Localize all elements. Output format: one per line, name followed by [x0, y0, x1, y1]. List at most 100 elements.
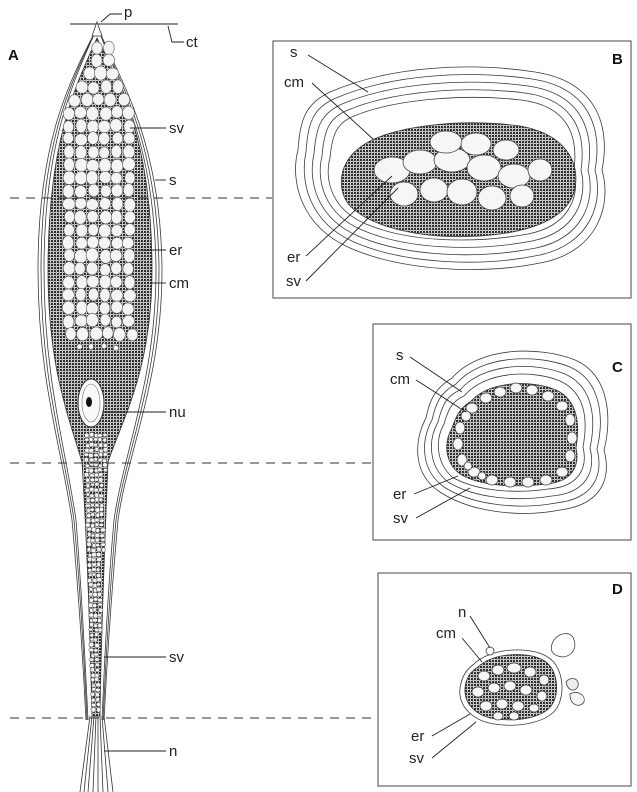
vesicle [98, 121, 111, 133]
vesicle [93, 608, 97, 612]
vesicle [100, 484, 104, 488]
vesicle [95, 692, 99, 697]
vesicle [98, 628, 102, 632]
vesicle [98, 614, 102, 617]
vesicle [76, 288, 86, 301]
vesicle [95, 483, 99, 487]
vesicle [403, 150, 437, 174]
vesicle [99, 224, 111, 238]
vesicle [98, 473, 103, 477]
vesicle [509, 712, 519, 720]
vesicle [99, 498, 103, 502]
vesicle [63, 315, 74, 328]
vesicle [92, 563, 97, 567]
vesicle [124, 198, 135, 212]
vesicle [110, 119, 122, 132]
vesicle [87, 120, 99, 133]
vesicle [99, 275, 111, 289]
label-a-s: s [169, 172, 177, 189]
vesicle [103, 444, 107, 448]
vesicle [96, 513, 100, 517]
vesicle [91, 703, 96, 707]
vesicle [88, 224, 99, 236]
vesicle [95, 677, 99, 681]
vesicle [85, 488, 89, 492]
vesicle [123, 315, 135, 327]
vesicle [95, 632, 99, 637]
vesicle [113, 345, 119, 350]
vesicle [63, 107, 74, 120]
vesicle [93, 592, 98, 597]
vesicle [111, 262, 122, 274]
vesicle [99, 443, 103, 447]
vesicle [85, 464, 89, 467]
vesicle [86, 262, 98, 275]
vesicle [100, 512, 104, 517]
vesicle [75, 186, 87, 199]
vesicle [486, 475, 498, 485]
vesicle [90, 494, 94, 497]
vesicle [113, 80, 124, 94]
vesicle [95, 497, 99, 502]
vesicle [100, 528, 105, 532]
vesicle [103, 447, 108, 452]
vesicle [89, 458, 94, 462]
vesicle [88, 146, 99, 158]
vesicle [91, 707, 96, 712]
vesicle [92, 684, 96, 687]
panel-a: A [8, 4, 199, 792]
panel-d-letter: D [612, 581, 623, 598]
vesicle [97, 583, 101, 586]
vesicle [75, 315, 87, 327]
label-c-s: s [396, 347, 404, 364]
vesicle [94, 66, 107, 80]
vesicle [98, 603, 103, 606]
vesicle [92, 568, 97, 572]
label-a-ct: ct [186, 34, 199, 51]
vesicle [94, 653, 99, 656]
vesicle [69, 95, 81, 107]
vesicle [87, 579, 92, 583]
vesicle [76, 81, 88, 93]
vesicle [111, 172, 122, 184]
vesicle [522, 477, 534, 487]
vesicle [87, 513, 91, 517]
vesicle [98, 624, 102, 628]
vesicle [540, 475, 552, 485]
vesicle [86, 483, 90, 488]
label-b-er: er [287, 249, 300, 266]
vesicle [125, 172, 135, 185]
vesicle [97, 562, 101, 567]
vesicle [98, 608, 103, 612]
vesicle [89, 468, 94, 473]
vesicle [75, 198, 86, 210]
nerve-fibres [80, 716, 113, 792]
vesicle [88, 82, 99, 94]
vesicle [77, 344, 83, 350]
vesicle [87, 563, 91, 568]
vesicle [100, 288, 110, 301]
vesicle [127, 329, 138, 341]
vesicle [87, 211, 98, 223]
vesicle [92, 42, 103, 54]
vesicle [84, 453, 89, 456]
vesicle [75, 171, 88, 184]
vesicle [95, 668, 99, 671]
label-b-sv: sv [286, 273, 302, 290]
vesicle [81, 93, 93, 106]
vesicle [100, 534, 105, 538]
vesicle [99, 494, 104, 497]
vesicle [64, 249, 75, 261]
vesicle [93, 613, 98, 618]
vesicle [96, 574, 100, 578]
vesicle [100, 198, 111, 210]
vesicle [493, 140, 519, 160]
vesicle [87, 548, 91, 552]
vesicle [111, 211, 122, 224]
vesicle [76, 237, 88, 249]
vesicle [93, 94, 104, 106]
vesicle [89, 628, 93, 631]
vesicle [99, 488, 103, 492]
panel-d: D n cm er sv [378, 573, 631, 786]
vesicle [97, 707, 101, 712]
